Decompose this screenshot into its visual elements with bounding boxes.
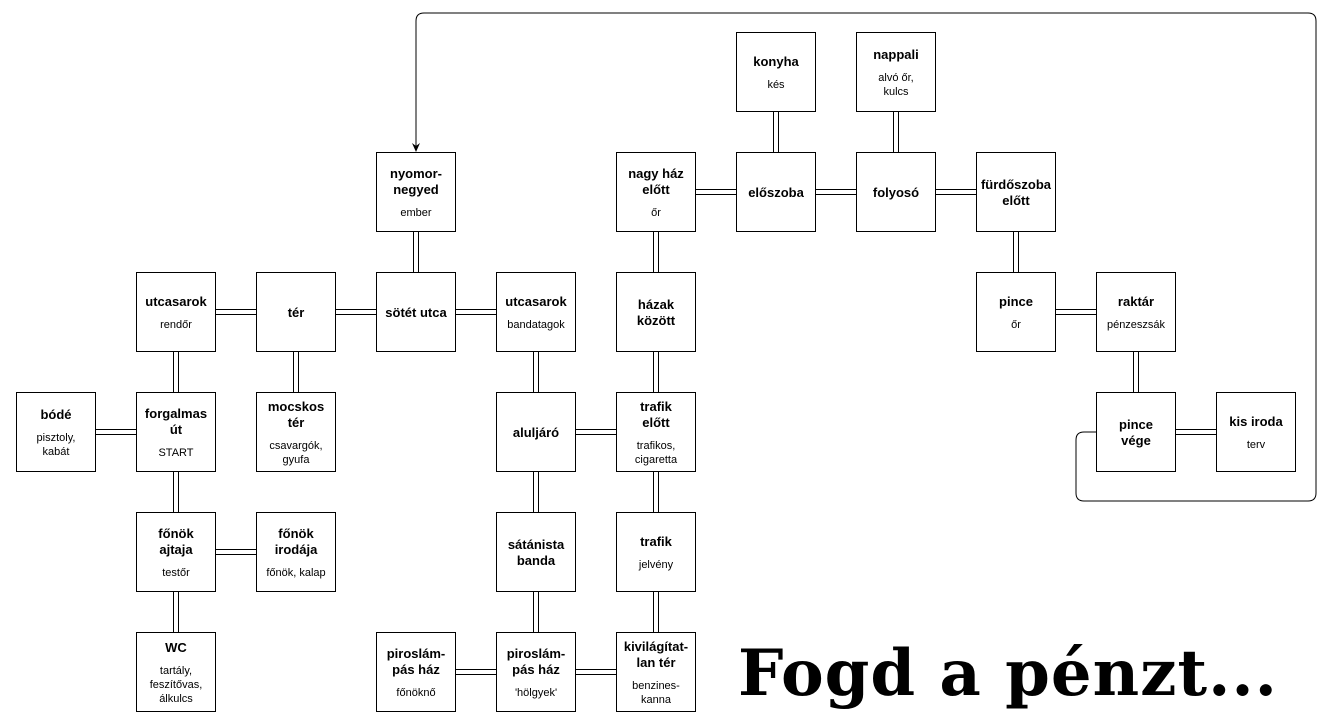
room-fonok-ajtaja: főnök ajtaja testőr — [136, 512, 216, 592]
room-kis-iroda: kis iroda terv — [1216, 392, 1296, 472]
room-utcasarok-1: utcasarok rendőr — [136, 272, 216, 352]
room-name: előszoba — [748, 185, 804, 200]
room-name: sátánista banda — [507, 537, 565, 568]
room-items: őr — [651, 207, 661, 219]
room-items: csavargók, gyufa — [269, 440, 323, 466]
room-items: pisztoly, kabát — [36, 432, 76, 458]
room-name: tér — [287, 305, 305, 320]
room-mocskos-ter: mocskos tér csavargók, gyufa — [256, 392, 336, 472]
room-items: 'hölgyek' — [514, 687, 558, 699]
room-name: nappali — [873, 47, 919, 62]
room-utcasarok-2: utcasarok bandatagok — [496, 272, 576, 352]
room-hazak-kozott: házak között — [616, 272, 696, 352]
room-items: tartály, feszítővas, álkulcs — [149, 665, 203, 705]
room-wc: WC tartály, feszítővas, álkulcs — [136, 632, 216, 712]
room-satanista-banda: sátánista banda — [496, 512, 576, 592]
room-name: bódé — [40, 407, 72, 422]
room-nyomornegyed: nyomor- negyed ember — [376, 152, 456, 232]
room-name: trafik — [640, 534, 672, 549]
room-pince-vege: pince vége — [1096, 392, 1176, 472]
room-raktar: raktár pénzeszsák — [1096, 272, 1176, 352]
room-folyoso: folyosó — [856, 152, 936, 232]
room-items: ember — [400, 207, 432, 219]
room-name: nyomor- negyed — [390, 166, 442, 197]
room-items: főnök, kalap — [266, 567, 326, 579]
room-trafik-elott: trafik előtt trafikos, cigaretta — [616, 392, 696, 472]
room-items: START — [158, 447, 194, 459]
room-name: főnök irodája — [274, 526, 318, 557]
room-name: utcasarok — [505, 294, 567, 309]
room-items: rendőr — [160, 319, 192, 331]
room-name: kivilágítat- lan tér — [623, 639, 689, 670]
secret-passage-line — [415, 12, 1317, 502]
room-name: WC — [165, 640, 187, 655]
room-name: forgalmas út — [144, 406, 208, 437]
room-konyha: konyha kés — [736, 32, 816, 112]
room-name: fürdőszoba előtt — [980, 177, 1052, 208]
room-name: pince — [999, 294, 1033, 309]
room-aluljaro: aluljáró — [496, 392, 576, 472]
room-eloszoba: előszoba — [736, 152, 816, 232]
room-name: folyosó — [872, 185, 920, 200]
room-nagy-haz-elott: nagy ház előtt őr — [616, 152, 696, 232]
room-items: benzines- kanna — [632, 680, 680, 706]
room-items: pénzeszsák — [1106, 319, 1166, 331]
room-name: piroslám- pás ház — [506, 646, 566, 677]
room-ter: tér — [256, 272, 336, 352]
room-name: főnök ajtaja — [158, 526, 194, 557]
room-name: házak között — [636, 297, 676, 328]
room-name: nagy ház előtt — [628, 166, 684, 197]
room-items: testőr — [162, 567, 190, 579]
room-name: konyha — [753, 54, 799, 69]
room-name: aluljáró — [512, 425, 560, 440]
room-forgalmas-ut: forgalmas út START — [136, 392, 216, 472]
room-items: kés — [767, 79, 785, 91]
room-items: őr — [1011, 319, 1021, 331]
room-name: utcasarok — [145, 294, 207, 309]
room-name: raktár — [1117, 294, 1155, 309]
room-items: jelvény — [638, 559, 674, 571]
room-bode: bódé pisztoly, kabát — [16, 392, 96, 472]
map-title: Fogd a pénzt... — [738, 636, 1278, 711]
room-name: sötét utca — [385, 305, 447, 320]
room-nappali: nappali alvó őr, kulcs — [856, 32, 936, 112]
room-pince: pince őr — [976, 272, 1056, 352]
room-sotet-utca: sötét utca — [376, 272, 456, 352]
room-name: pince vége — [1119, 417, 1153, 448]
room-items: bandatagok — [507, 319, 565, 331]
room-piroslampas-haz-1: piroslám- pás ház főnöknő — [376, 632, 456, 712]
room-fonok-irodaja: főnök irodája főnök, kalap — [256, 512, 336, 592]
room-name: mocskos tér — [267, 399, 325, 430]
room-items: alvó őr, kulcs — [878, 72, 914, 98]
arrowhead-icon — [412, 143, 420, 152]
room-piroslampas-haz-2: piroslám- pás ház 'hölgyek' — [496, 632, 576, 712]
room-name: kis iroda — [1229, 414, 1283, 429]
room-name: trafik előtt — [640, 399, 672, 430]
room-items: főnöknő — [396, 687, 436, 699]
room-items: terv — [1246, 439, 1266, 451]
room-furdoszoba-elott: fürdőszoba előtt — [976, 152, 1056, 232]
room-items: trafikos, cigaretta — [634, 440, 678, 466]
room-trafik: trafik jelvény — [616, 512, 696, 592]
room-kivilagitatlan-ter: kivilágítat- lan tér benzines- kanna — [616, 632, 696, 712]
room-name: piroslám- pás ház — [386, 646, 446, 677]
